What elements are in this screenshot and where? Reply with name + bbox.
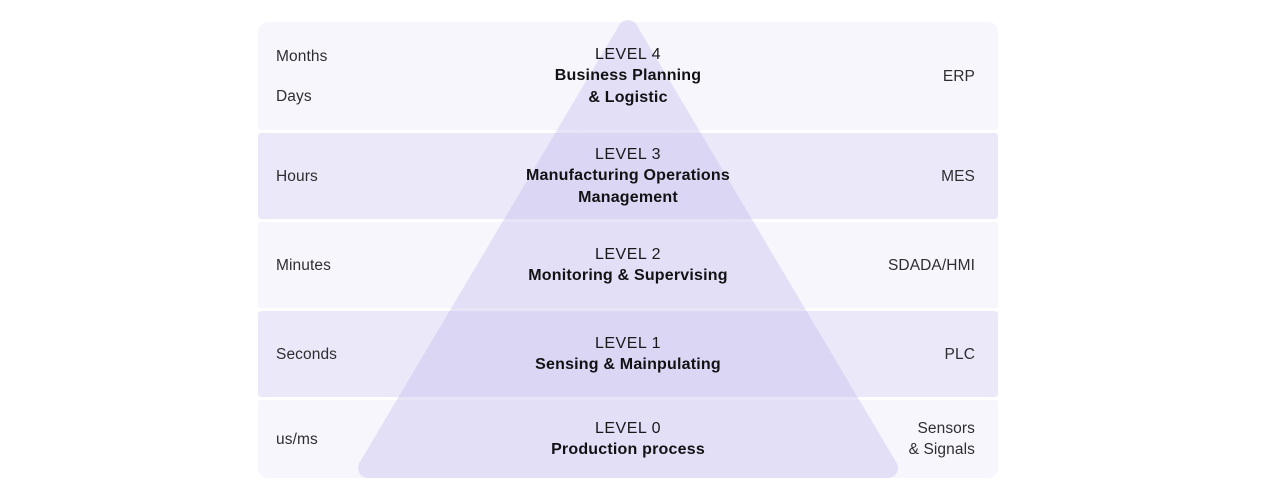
level-title: LEVEL 4	[594, 45, 662, 63]
system-label-signals: & Signals	[908, 441, 975, 458]
system-labels: Sensors & Signals	[828, 400, 998, 478]
band-level-4: Months Days LEVEL 4 Business Planning & …	[258, 22, 998, 130]
level-title: LEVEL 1	[594, 334, 662, 352]
system-label-plc: PLC	[944, 345, 975, 363]
band-level-1: Seconds LEVEL 1 Sensing & Mainpulating P…	[258, 311, 998, 397]
time-scale-labels: Hours	[258, 133, 428, 219]
level-1-text: LEVEL 1 Sensing & Mainpulating	[428, 311, 828, 397]
time-label-days: Days	[276, 87, 312, 105]
system-labels: ERP	[828, 22, 998, 130]
time-label-months: Months	[276, 47, 328, 65]
level-2-text: LEVEL 2 Monitoring & Supervising	[428, 222, 828, 308]
system-labels: SDADA/HMI	[828, 222, 998, 308]
system-labels: PLC	[828, 311, 998, 397]
time-label-seconds: Seconds	[276, 345, 338, 363]
level-title: LEVEL 2	[594, 245, 662, 263]
level-0-text: LEVEL 0 Production process	[428, 400, 828, 478]
system-label-scada-hmi: SDADA/HMI	[887, 256, 975, 274]
band-level-0: us/ms LEVEL 0 Production process Sensors…	[258, 400, 998, 478]
band-level-3: Hours LEVEL 3 Manufacturing Operations M…	[258, 133, 998, 219]
time-scale-labels: us/ms	[258, 400, 428, 478]
time-scale-labels: Seconds	[258, 311, 428, 397]
time-label-hours: Hours	[276, 167, 318, 185]
time-scale-labels: Minutes	[258, 222, 428, 308]
level-description-line: Monitoring & Supervising	[528, 267, 728, 284]
level-description-line: & Logistic	[588, 88, 668, 106]
level-description-line: Business Planning	[554, 67, 702, 85]
level-description-line: Sensing & Mainpulating	[535, 356, 721, 373]
band-level-2: Minutes LEVEL 2 Monitoring & Supervising…	[258, 222, 998, 308]
level-description-line: Manufacturing Operations	[526, 167, 730, 185]
level-title: LEVEL 3	[594, 145, 662, 163]
system-label-sensors: Sensors	[917, 420, 975, 437]
level-4-text: LEVEL 4 Business Planning & Logistic	[428, 22, 828, 130]
level-description-line: Management	[578, 188, 678, 206]
time-label-us-ms: us/ms	[276, 430, 318, 448]
system-label-erp: ERP	[942, 67, 975, 85]
level-description-line: Production process	[551, 441, 705, 458]
level-title: LEVEL 0	[594, 419, 662, 437]
level-3-text: LEVEL 3 Manufacturing Operations Managem…	[428, 133, 828, 219]
time-label-minutes: Minutes	[276, 256, 331, 274]
time-scale-labels: Months Days	[258, 22, 428, 130]
system-label-mes: MES	[941, 167, 975, 185]
system-labels: MES	[828, 133, 998, 219]
